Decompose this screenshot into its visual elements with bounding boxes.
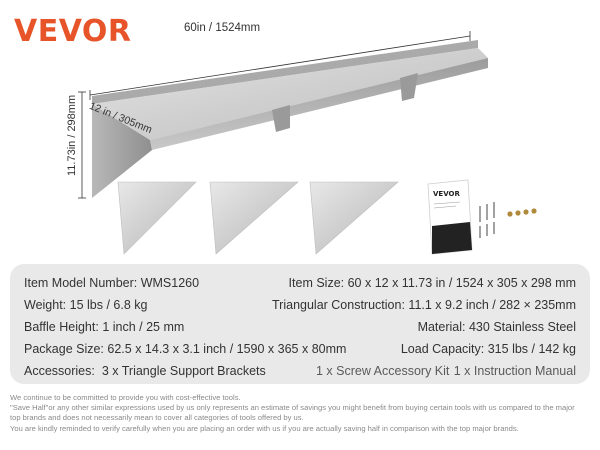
- disclaimer: We continue to be committed to provide y…: [10, 393, 595, 434]
- under-bracket-2: [400, 73, 418, 101]
- triangle-bracket-3: [309, 181, 399, 255]
- spec-row-2: Weight: 15 lbs / 6.8 kg Triangular Const…: [24, 298, 576, 318]
- disclaimer-line-4: You are kindly reminded to verify carefu…: [10, 423, 519, 433]
- disclaimer-line-1: We continue to be committed to provide y…: [10, 393, 241, 402]
- spec-item-size: Item Size: 60 x 12 x 11.73 in / 1524 x 3…: [288, 276, 576, 290]
- product-illustration: VEVOR: [78, 31, 537, 255]
- specs-panel: Item Model Number: WMS1260 Item Size: 60…: [10, 264, 590, 384]
- height-dimension-line: [78, 91, 86, 199]
- disclaimer-line-3: top brands and does not necessarily mean…: [10, 413, 304, 423]
- spec-triangular: Triangular Construction: 11.1 x 9.2 inch…: [272, 298, 576, 312]
- width-label: 60in / 1524mm: [184, 22, 261, 34]
- spec-accessories: Accessories: 3 x Triangle Support Bracke…: [24, 364, 266, 378]
- spec-accessory-2: 1 x Screw Accessory Kit: [316, 364, 450, 378]
- under-bracket-1: [272, 105, 290, 132]
- screw-kit: [479, 202, 495, 238]
- spec-accessory-3: 1 x Instruction Manual: [453, 364, 576, 378]
- vevor-logo: VEVOR: [14, 14, 132, 49]
- spec-row-1: Item Model Number: WMS1260 Item Size: 60…: [24, 276, 576, 296]
- spec-material: Material: 430 Stainless Steel: [417, 320, 576, 334]
- spec-row-4: Package Size: 62.5 x 14.3 x 3.1 inch / 1…: [24, 342, 576, 362]
- triangle-bracket-2: [209, 181, 299, 255]
- spec-row-5: Accessories: 3 x Triangle Support Bracke…: [24, 364, 576, 384]
- spec-load: Load Capacity: 315 lbs / 142 kg: [400, 342, 576, 356]
- anchor-kit: [507, 208, 537, 217]
- spec-item-model: Item Model Number: WMS1260: [24, 276, 200, 290]
- spec-package: Package Size: 62.5 x 14.3 x 3.1 inch / 1…: [24, 342, 347, 356]
- spec-baffle: Baffle Height: 1 inch / 25 mm: [24, 320, 185, 334]
- height-label: 11.73in / 298mm: [66, 94, 78, 176]
- left-bracket: [92, 104, 152, 198]
- manual-brand-text: VEVOR: [433, 190, 460, 198]
- spec-weight: Weight: 15 lbs / 6.8 kg: [24, 298, 148, 312]
- shelf-backsplash: [92, 40, 478, 104]
- spec-row-3: Baffle Height: 1 inch / 25 mm Material: …: [24, 320, 576, 340]
- triangle-bracket-1: [117, 181, 197, 255]
- instruction-manual: VEVOR: [427, 179, 473, 255]
- disclaimer-line-2: "Save Half"or any other similar expressi…: [10, 403, 575, 413]
- shelf-top-surface: [92, 48, 488, 140]
- width-dimension-line: [89, 31, 471, 100]
